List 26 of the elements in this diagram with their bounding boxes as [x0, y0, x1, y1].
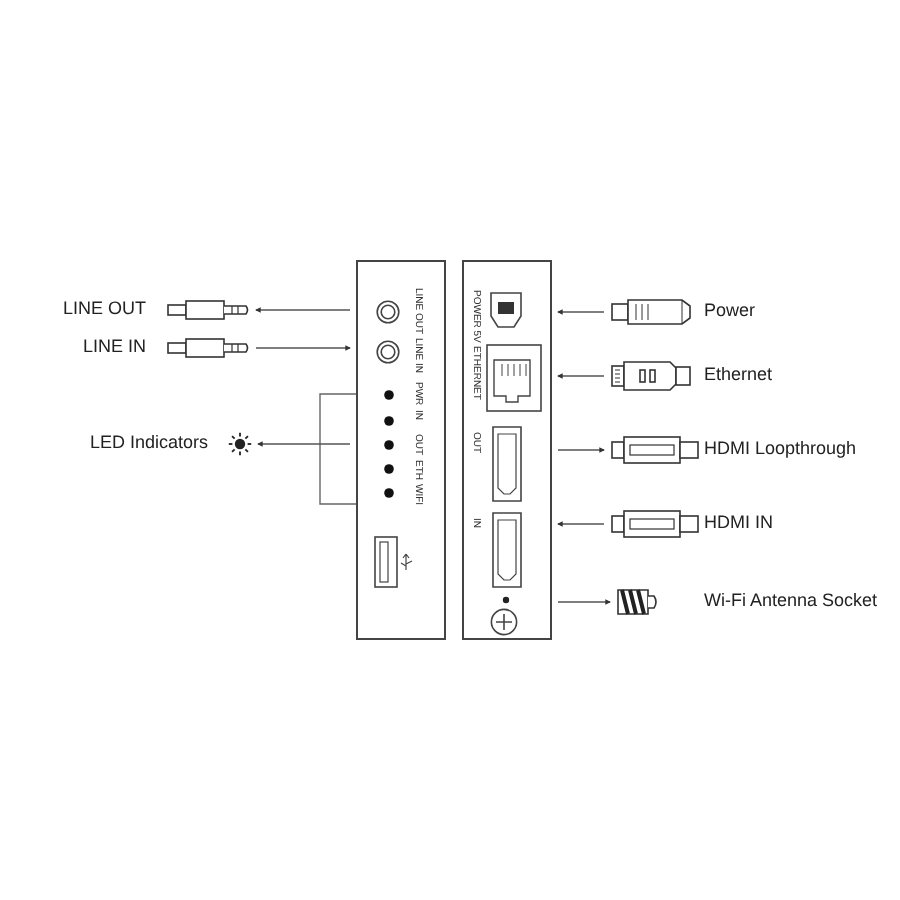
- connector-label: Ethernet: [704, 366, 773, 384]
- connector-label: LINE OUT: [62, 300, 146, 318]
- arrow: [557, 521, 605, 527]
- antenna-connector-drawing: [616, 588, 660, 616]
- arrow: [257, 441, 351, 447]
- arrow: [557, 373, 605, 379]
- power-plug-drawing: [610, 298, 694, 326]
- arrow: [255, 307, 351, 313]
- connector-label: LED Indicators: [89, 434, 208, 452]
- sun-icon: [228, 432, 252, 456]
- arrow: [557, 599, 611, 605]
- device-panel: [356, 260, 446, 640]
- arrow: [557, 447, 605, 453]
- ethernet-plug-drawing: [610, 360, 694, 392]
- arrow: [255, 345, 351, 351]
- connector-label: LINE IN: [82, 338, 146, 356]
- connector-label: HDMI IN: [704, 514, 773, 532]
- audio-plug-drawing: [166, 300, 250, 320]
- connector-label: HDMI Loopthrough: [704, 440, 857, 458]
- hdmi-plug-drawing: [610, 436, 702, 464]
- hdmi-plug-drawing: [610, 510, 702, 538]
- device-panel: [462, 260, 552, 640]
- connector-label: Power: [704, 302, 756, 320]
- audio-plug-drawing: [166, 338, 250, 358]
- arrow: [557, 309, 605, 315]
- connector-label: Wi-Fi Antenna Socket: [704, 592, 878, 610]
